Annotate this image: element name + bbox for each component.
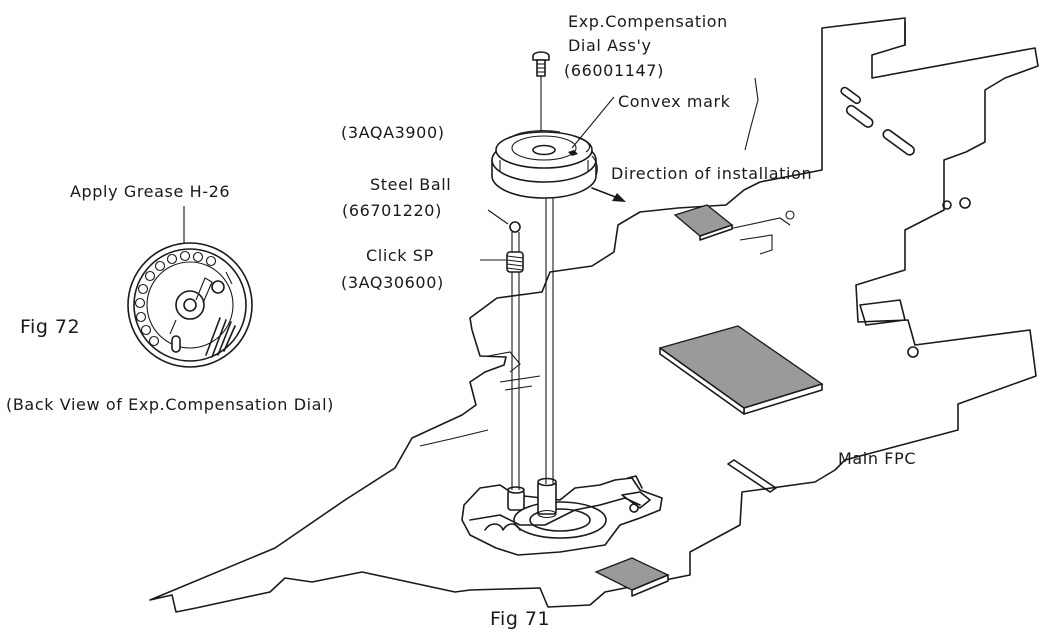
fpc-slots [727,86,971,493]
steel-ball [509,221,521,233]
label-steel-ball: Steel Ball [370,175,451,194]
label-dial-part: (3AQA3900) [341,123,445,142]
exp-compensation-dial [491,130,597,199]
label-fig72: Fig 72 [20,316,80,338]
label-convex-mark: Convex mark [618,92,731,111]
label-fig71: Fig 71 [490,608,550,630]
label-dial-assy-line2: Dial Ass'y [568,36,652,55]
assembly-lines [511,76,554,490]
label-dial-assy-line1: Exp.Compensation [568,12,728,31]
label-main-fpc: Main FPC [838,449,916,468]
label-click-sp: Click SP [366,246,434,265]
installation-direction-arrow [591,187,626,202]
label-steel-ball-part: (66701220) [342,201,442,220]
label-direction: Direction of installation [611,164,812,183]
dial-mounting-base [461,475,663,556]
screw [532,51,550,77]
fpc-chips [594,204,824,597]
label-back-view: (Back View of Exp.Compensation Dial) [6,395,334,414]
back-view-dial [127,242,253,368]
click-spring [506,251,524,273]
main-fpc-board [149,17,1039,613]
label-grease: Apply Grease H-26 [70,182,230,201]
label-click-sp-part: (3AQ30600) [341,273,444,292]
label-dial-assy-part: (66001147) [564,61,664,80]
